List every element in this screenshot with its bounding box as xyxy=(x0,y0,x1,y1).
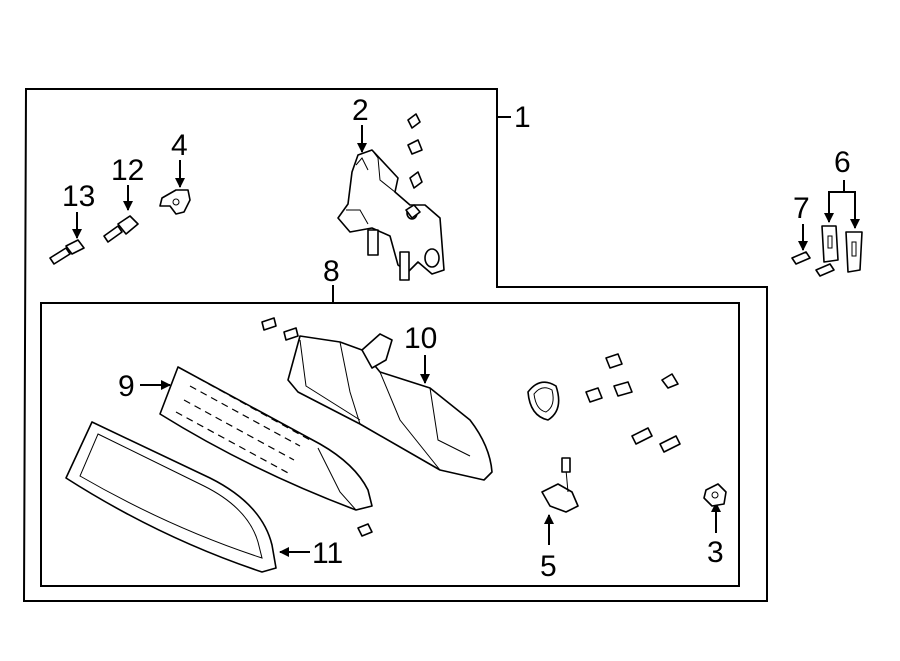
side-marker-lamp-part xyxy=(159,366,373,511)
callout-10: 10 xyxy=(404,322,437,355)
callout-8: 8 xyxy=(323,255,340,288)
arrow-6b xyxy=(844,191,860,229)
callout-11: 11 xyxy=(312,537,343,570)
callout-13: 13 xyxy=(62,180,95,213)
bezel-part xyxy=(65,421,277,573)
callout-12: 12 xyxy=(111,154,144,187)
headlamp-assembly-frame xyxy=(40,302,740,587)
bolt-part-13 xyxy=(49,239,85,265)
bracket-clip-parts xyxy=(405,113,423,219)
retainer-clip-part xyxy=(159,189,191,215)
arrow-6a xyxy=(824,180,845,223)
callout-7: 7 xyxy=(793,192,810,225)
callout-9: 9 xyxy=(118,370,135,403)
adjuster-screw-parts xyxy=(791,251,835,277)
callout-2: 2 xyxy=(352,94,369,127)
callout-4: 4 xyxy=(171,129,188,162)
callout-5: 5 xyxy=(540,550,557,583)
headlamp-part xyxy=(287,333,493,481)
assembly-frame xyxy=(22,88,768,602)
callout-1: 1 xyxy=(514,101,531,134)
bulb-part xyxy=(541,457,579,513)
adjuster-bracket-parts xyxy=(821,225,863,273)
headlamp-screw-parts xyxy=(261,317,299,341)
callout-6: 6 xyxy=(834,146,851,179)
bulb-socket-part xyxy=(527,381,560,421)
nut-part xyxy=(703,483,727,507)
bolt-part-12 xyxy=(103,215,139,243)
misc-screw-parts xyxy=(357,353,681,537)
callout-3: 3 xyxy=(707,536,724,569)
mounting-bracket-part xyxy=(337,149,445,281)
